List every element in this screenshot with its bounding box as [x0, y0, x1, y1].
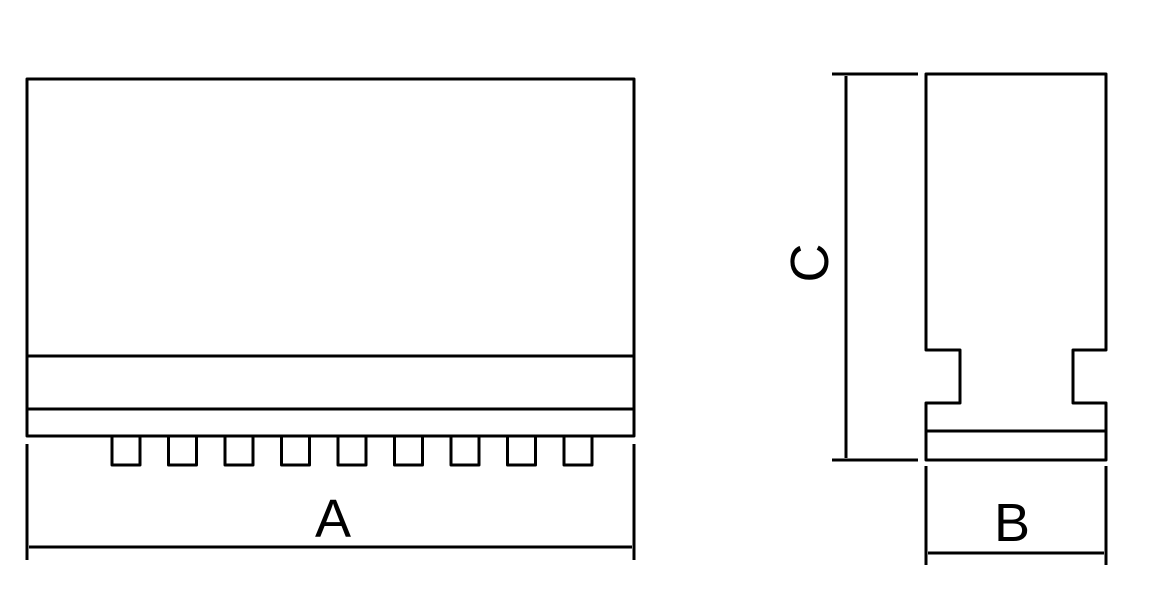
- front-view-teeth: [27, 434, 634, 467]
- dim-c-label: C: [780, 244, 840, 283]
- front-view-body: [25, 77, 636, 438]
- side-view-body: [924, 72, 1108, 462]
- dim-a-label: A: [315, 489, 351, 549]
- dim-b-label: B: [994, 493, 1030, 553]
